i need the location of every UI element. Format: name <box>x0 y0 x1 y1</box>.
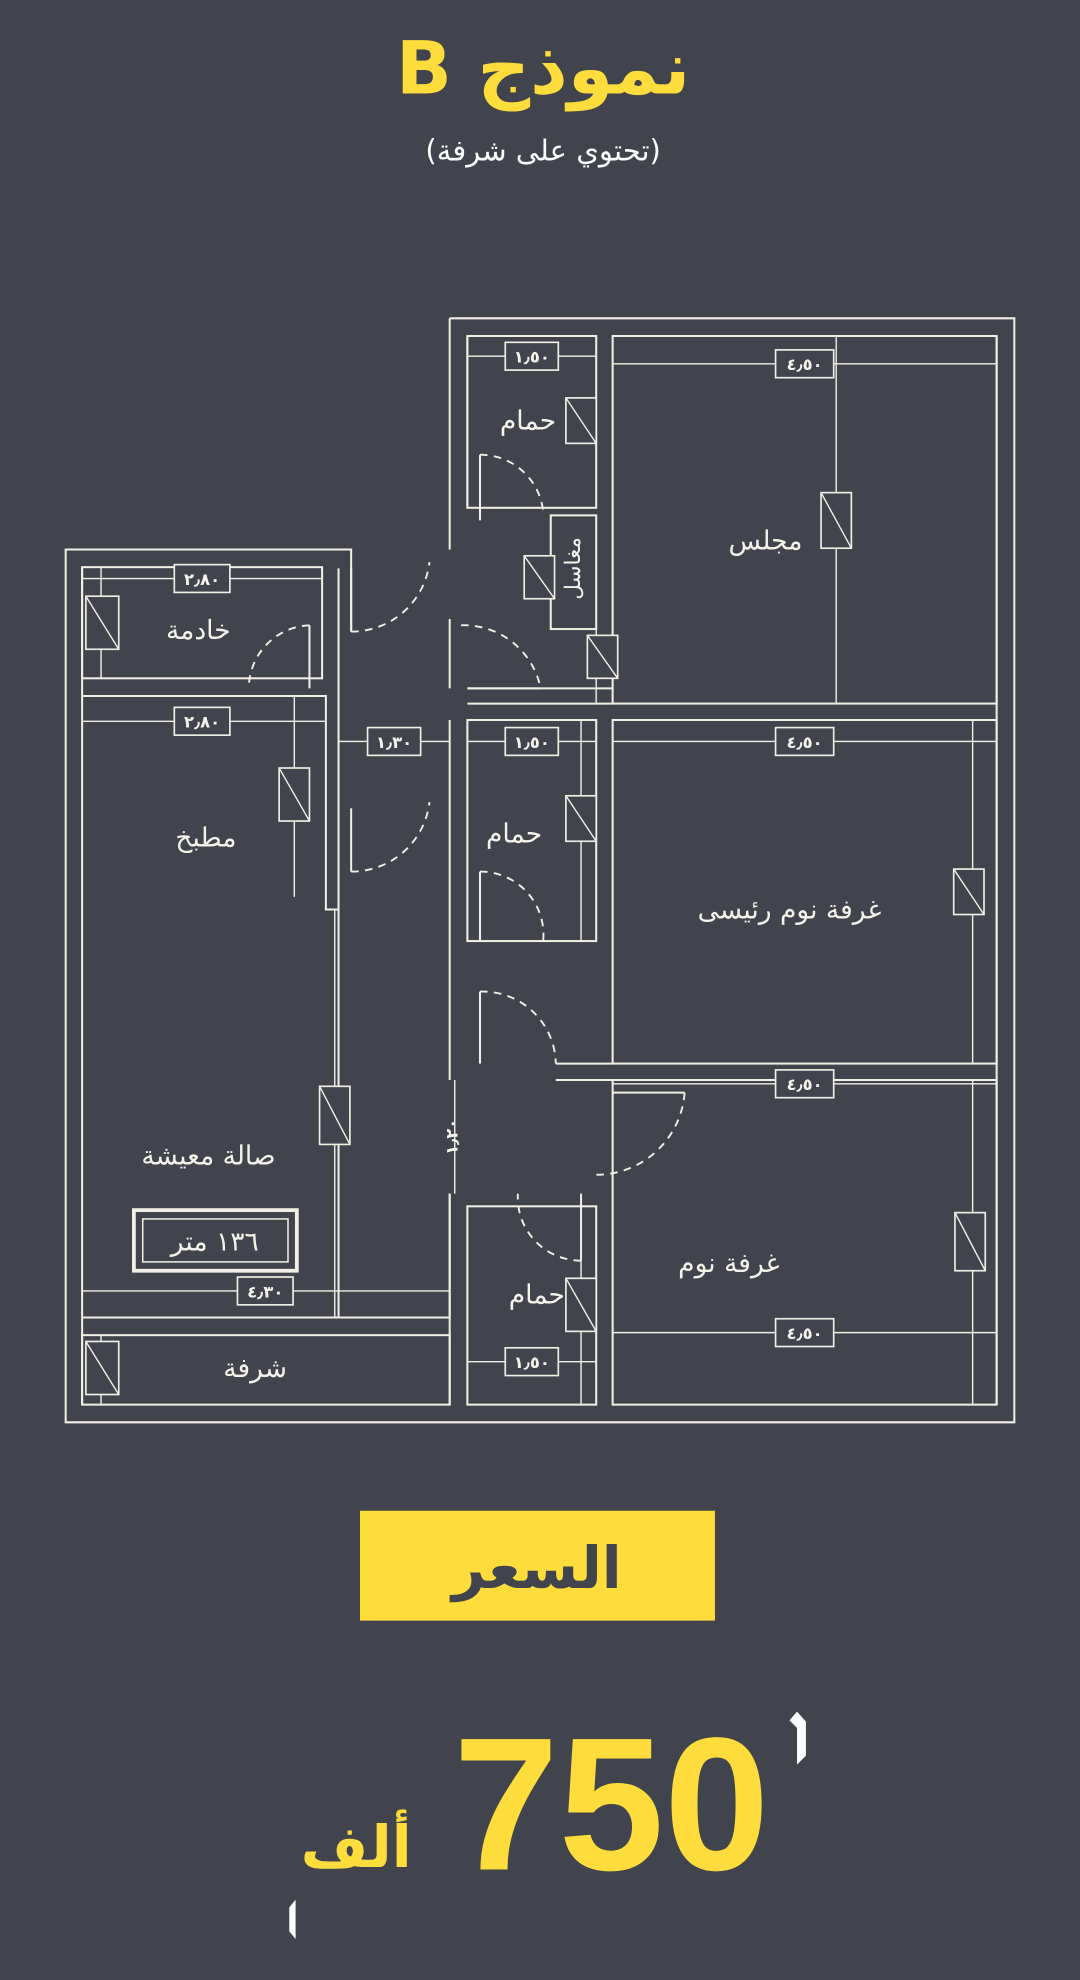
dim-bath-middle: ١٫٥٠ <box>504 726 560 757</box>
room-living <box>82 568 451 1319</box>
dim-majlis: ٤٫٥٠ <box>774 349 835 379</box>
dim-bedroom-top: ٤٫٥٠ <box>774 1069 835 1099</box>
dim-living: ٤٫٣٠ <box>236 1276 294 1306</box>
svg-text:٤٫٥٠: ٤٫٥٠ <box>787 733 823 752</box>
dim-maid: ٢٫٨٠ <box>173 563 231 594</box>
svg-text:١٫٥٠: ١٫٥٠ <box>514 1353 550 1372</box>
dim-kitchen: ٢٫٨٠ <box>173 706 231 736</box>
floor-plan: ١٫٥٠ ٤٫٥٠ ٢٫٨٠ ٢٫٨٠ ١٫٣٠ ١٫٥٠ ٤٫٥٠ ٤٫٥٠ … <box>64 317 1016 1424</box>
price-value: 750 <box>453 1698 769 1910</box>
model-title: نموذج B <box>396 26 690 111</box>
svg-text:١٣٦ متر: ١٣٦ متر <box>169 1227 259 1258</box>
svg-text:٢٫٨٠: ٢٫٨٠ <box>184 570 220 589</box>
svg-text:٤٫٥٠: ٤٫٥٠ <box>787 355 823 374</box>
label-bath-bottom: حمام <box>509 1280 565 1311</box>
label-kitchen: مطبخ <box>175 822 236 853</box>
svg-text:٢٫٨٠: ٢٫٨٠ <box>184 713 220 732</box>
room-bedroom <box>611 1078 998 1406</box>
dim-master: ٤٫٥٠ <box>774 726 835 757</box>
crossed-dimension-boxes <box>85 397 987 1396</box>
label-bath-middle: حمام <box>486 819 542 850</box>
svg-text:١٫٥٠: ١٫٥٠ <box>514 348 550 367</box>
dim-corridor: ١٫٣٠ <box>366 726 422 757</box>
partition-walls <box>448 687 613 1405</box>
outer-wall <box>64 317 1016 1424</box>
label-washbasins: مغاسل <box>561 537 586 600</box>
model-subtitle: (تحتوي على شرفة) <box>425 133 660 167</box>
room-kitchen <box>82 694 339 911</box>
dim-bath-bottom: ١٫٥٠ <box>504 1346 560 1377</box>
dim-bedroom: ٤٫٥٠ <box>774 1317 835 1348</box>
dim-entry: ١٫٢٠ <box>442 1119 461 1155</box>
svg-text:١٫٣٠: ١٫٣٠ <box>376 733 412 752</box>
quote-mark-bottom-icon <box>289 1899 296 1939</box>
svg-text:٤٫٥٠: ٤٫٥٠ <box>787 1075 823 1094</box>
svg-text:١٫٥٠: ١٫٥٠ <box>514 733 550 752</box>
label-living: صالة معيشة <box>141 1141 275 1172</box>
price-label-box <box>360 1510 715 1621</box>
room-master-bedroom <box>611 718 998 1065</box>
svg-text:٤٫٥٠: ٤٫٥٠ <box>787 1324 823 1343</box>
quote-mark-top-icon <box>789 1711 806 1765</box>
dim-bath-top: ١٫٥٠ <box>504 341 560 371</box>
label-maid: خادمة <box>166 615 231 646</box>
label-balcony: شرفة <box>223 1353 287 1384</box>
label-master-bedroom: غرفة نوم رئيسى <box>698 894 882 925</box>
room-majlis <box>611 334 998 705</box>
label-majlis: مجلس <box>729 525 803 556</box>
price-label: السعر <box>449 1534 622 1603</box>
price-unit: ألف <box>301 1809 412 1881</box>
label-bedroom: غرفة نوم <box>678 1248 779 1279</box>
svg-text:٤٫٣٠: ٤٫٣٠ <box>247 1282 283 1301</box>
label-bath-top: حمام <box>500 405 556 436</box>
area-badge: ١٣٦ متر <box>132 1208 299 1273</box>
